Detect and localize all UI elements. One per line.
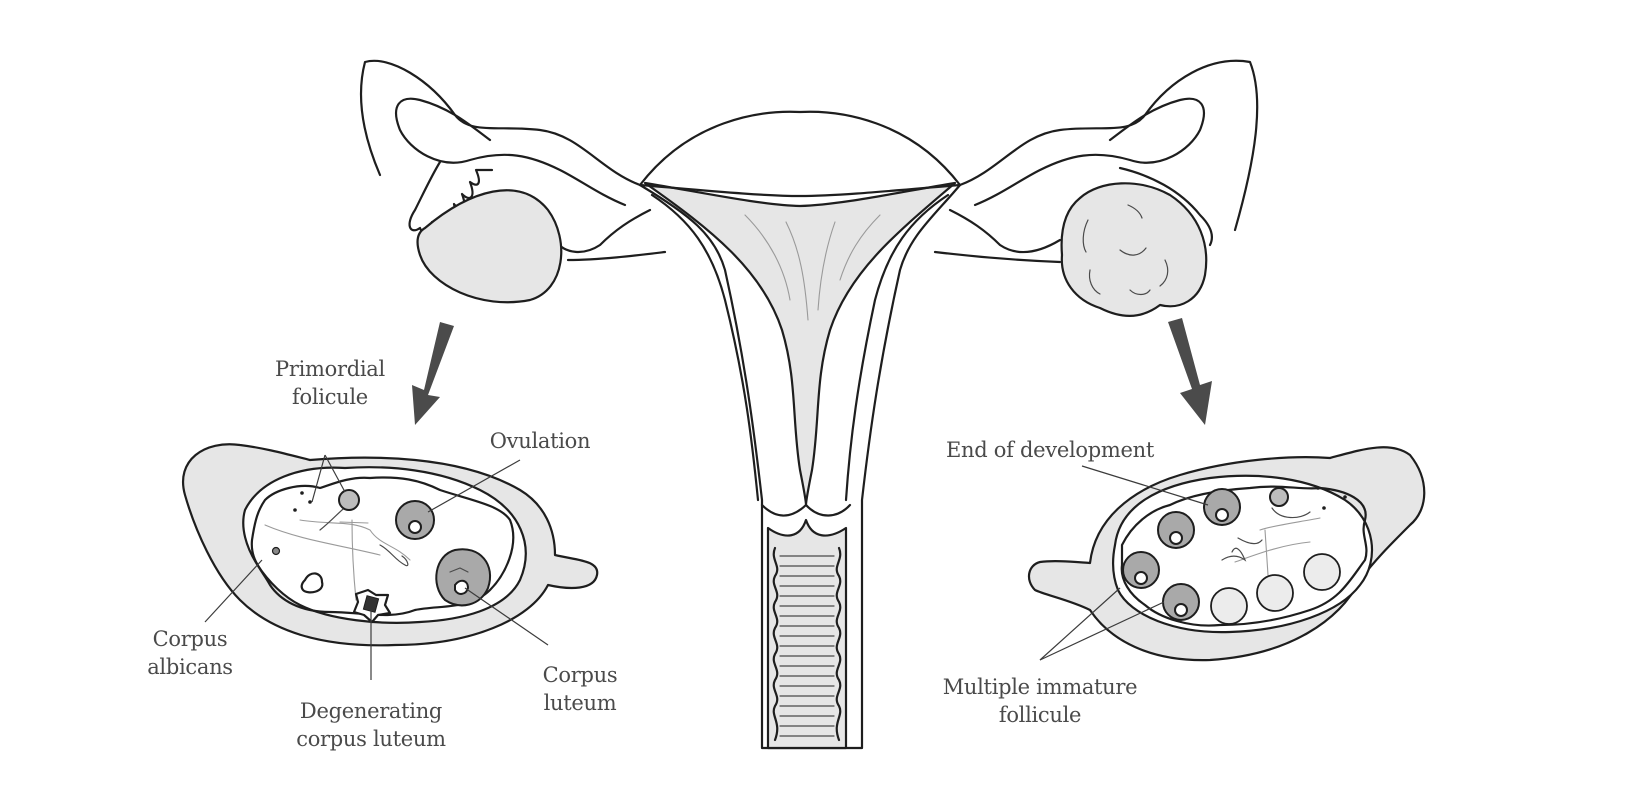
uterus [638,110,962,750]
right-ovary-cross-section [1027,446,1426,662]
label-ovulation-text: Ovulation [489,429,591,453]
label-corpus-albicans-line1: Corpus [152,627,228,651]
label-degenerating-line2: corpus luteum [296,727,446,751]
vaginal-rugae [772,546,842,742]
label-corpus-luteum-line2: luteum [543,691,617,715]
label-multiple-line1: Multiple immature [942,675,1138,699]
label-primordial-follicle: Primordial folicule [255,355,405,411]
label-corpus-luteum-line1: Corpus [542,663,618,687]
arrow-right [1168,318,1212,425]
label-degenerating-line1: Degenerating [299,699,443,723]
label-corpus-luteum: Corpus luteum [525,661,635,717]
label-ovulation: Ovulation [470,427,610,455]
left-ovary-cross-section [182,443,599,680]
label-end-of-development-text: End of development [946,438,1154,462]
label-degenerating-corpus-luteum: Degenerating corpus luteum [286,697,456,753]
label-end-of-development: End of development [935,436,1165,464]
right-ovary-polycystic [1060,182,1208,317]
label-multiple-immature-follicule: Multiple immature follicule [930,673,1150,729]
label-primordial-line2: folicule [292,385,368,409]
label-corpus-albicans: Corpus albicans [130,625,250,681]
arrow-left [412,322,454,425]
right-fallopian-tube [933,59,1259,264]
label-primordial-line1: Primordial [275,357,385,381]
label-corpus-albicans-line2: albicans [147,655,233,679]
left-ovary [416,189,563,304]
label-multiple-line2: follicule [998,703,1082,727]
